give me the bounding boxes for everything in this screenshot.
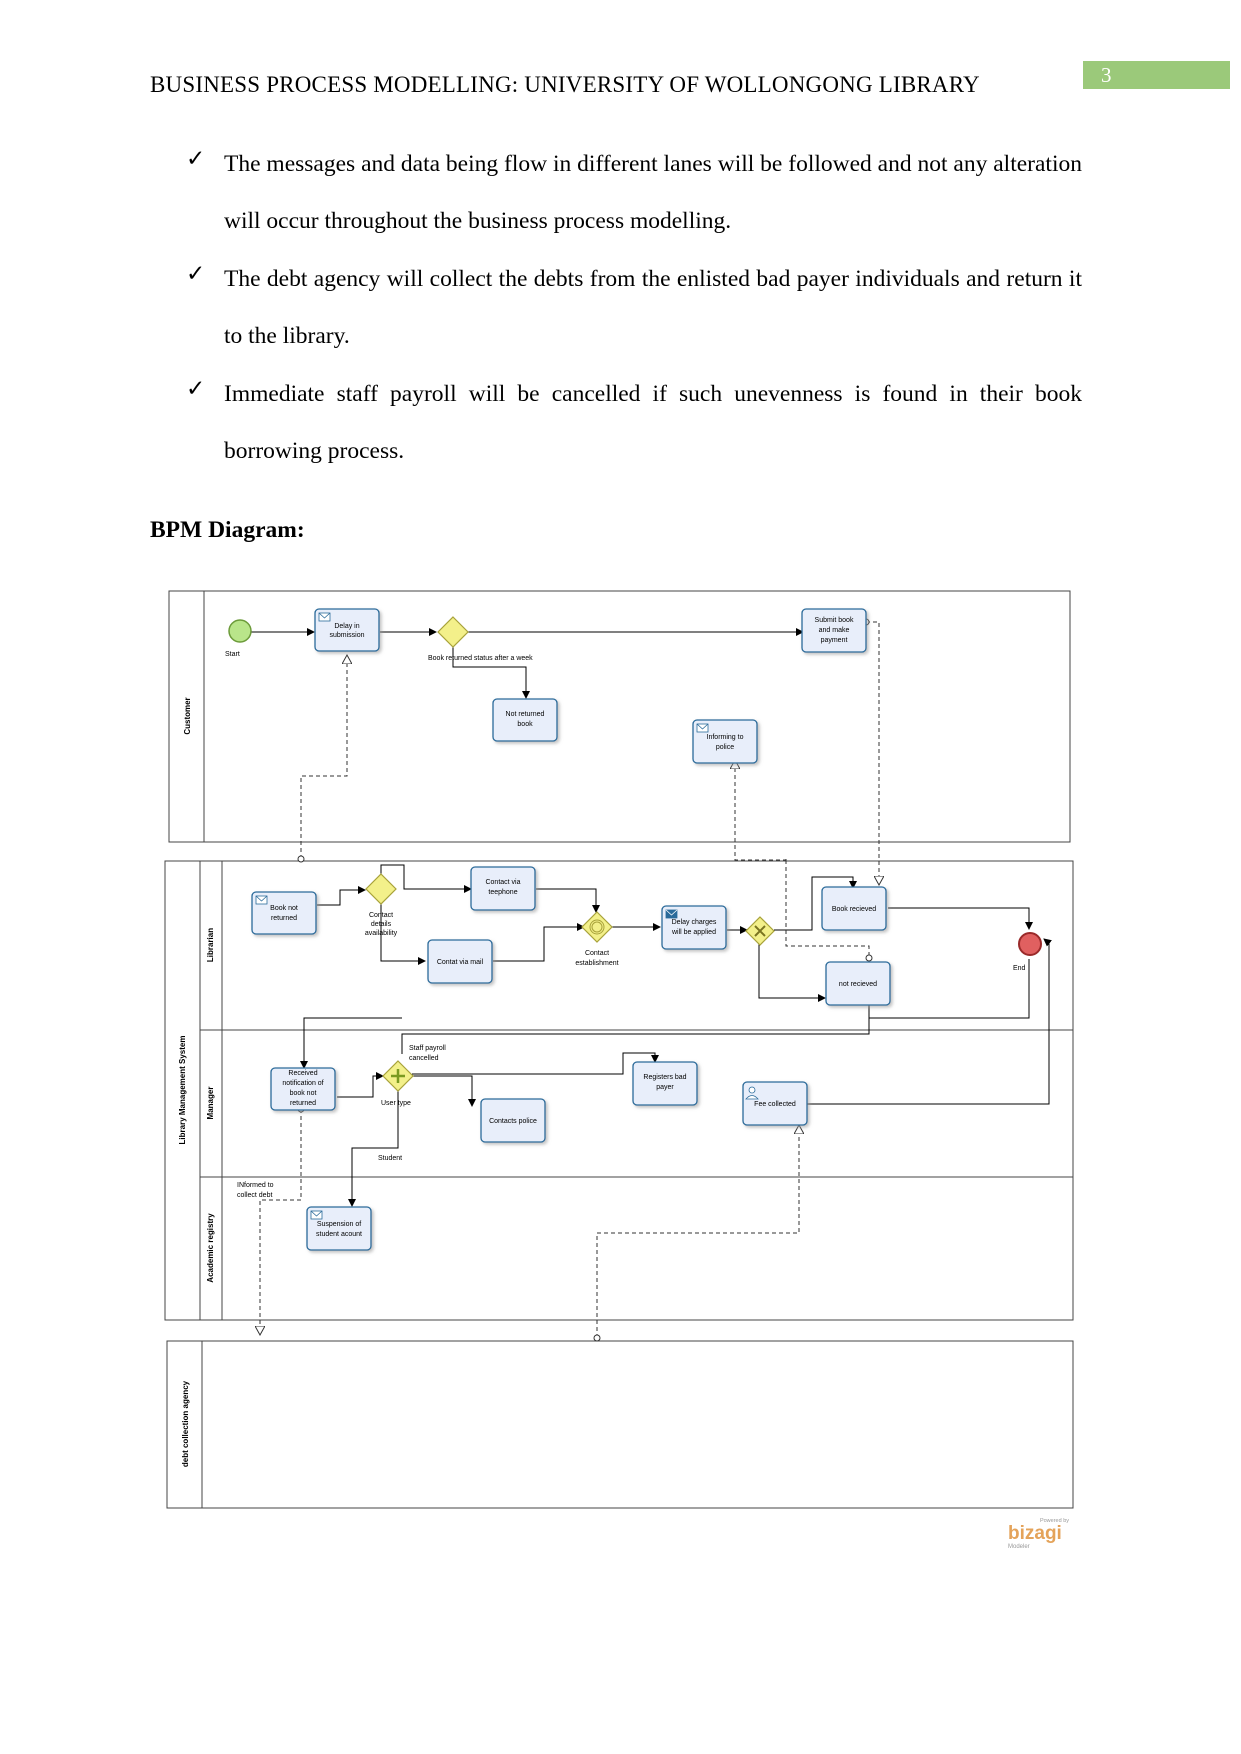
- sequence-flows: [251, 628, 1052, 1207]
- start-event: [228, 619, 252, 643]
- watermark-powered: Powered by: [1040, 1518, 1069, 1524]
- gateway-label: availability: [365, 930, 398, 937]
- end-event: [1018, 932, 1042, 956]
- task-text: book: [517, 721, 533, 728]
- gateway-label: establishment: [575, 960, 618, 967]
- task-text: Contact via: [485, 879, 520, 886]
- task-not-returned-book: [492, 698, 558, 742]
- task-contacts-police: [480, 1098, 546, 1143]
- task-book-not-returned: [251, 891, 317, 935]
- task-received-notification: [270, 1067, 336, 1111]
- end-label: End: [1013, 965, 1026, 972]
- task-delay-charges: [661, 905, 727, 950]
- task-text: not recieved: [839, 981, 877, 988]
- task-suspension: [306, 1206, 372, 1251]
- task-text: book not: [290, 1090, 317, 1097]
- lane-label-academic: Academic registry: [206, 1213, 215, 1283]
- task-submit-book: [801, 608, 867, 653]
- bullet-text: The messages and data being flow in diff…: [224, 151, 1082, 234]
- envelope-icon: [696, 723, 709, 733]
- task-fee-collected: [742, 1081, 808, 1126]
- task-contact-telephone: [470, 866, 536, 911]
- task-book-recieved: [821, 886, 887, 931]
- user-icon: [745, 1086, 759, 1100]
- task-contact-mail: [427, 939, 493, 984]
- task-text: Submit book: [815, 617, 854, 624]
- task-registers-bad-payer: [632, 1061, 698, 1106]
- envelope-icon: [255, 895, 268, 905]
- task-text: Not returned: [506, 711, 545, 718]
- bullet-text: Immediate staff payroll will be cancelle…: [224, 381, 1082, 464]
- section-heading: BPM Diagram:: [150, 517, 305, 543]
- task-text: Fee collected: [754, 1101, 796, 1108]
- customer-pool: Customer: [168, 590, 1071, 843]
- watermark-product: Modeler: [1008, 1544, 1030, 1550]
- debt-pool: debt collection agency: [166, 1340, 1074, 1509]
- task-text: student acount: [316, 1231, 362, 1238]
- envelope-filled-icon: [665, 909, 678, 919]
- task-text: teephone: [488, 889, 517, 896]
- task-text: will be applied: [671, 929, 716, 936]
- flow-label: cancelled: [409, 1055, 439, 1062]
- intermediate-event-gateway: [581, 911, 613, 943]
- task-text: Registers bad: [643, 1074, 686, 1081]
- task-not-recieved: [825, 961, 891, 1006]
- task-text: submission: [329, 632, 364, 639]
- bullet-text: The debt agency will collect the debts f…: [224, 266, 1082, 349]
- task-text: Informing to: [707, 734, 744, 741]
- task-text: Book not: [270, 905, 298, 912]
- envelope-icon: [310, 1210, 323, 1220]
- exclusive-x-gateway: [745, 916, 775, 946]
- lane-label-manager: Manager: [206, 1087, 215, 1120]
- exclusive-gateway: [365, 873, 397, 905]
- bullet-check-icon: ✓: [186, 376, 206, 401]
- task-text: police: [716, 744, 734, 751]
- gateway-label: User type: [381, 1100, 411, 1107]
- running-header: BUSINESS PROCESS MODELLING: UNIVERSITY O…: [150, 72, 980, 97]
- bullet-check-icon: ✓: [186, 146, 206, 171]
- bizagi-watermark: Powered by bizagi Modeler: [1008, 1518, 1069, 1550]
- gateway-label: Contact: [369, 912, 393, 919]
- task-text: Contat via mail: [437, 959, 484, 966]
- watermark-brand: bizagi: [1008, 1523, 1062, 1544]
- flow-label: collect debt: [237, 1192, 272, 1199]
- message-flows: [260, 622, 879, 1338]
- pool-label-library: Library Management System: [178, 1036, 187, 1145]
- task-text: Suspension of: [317, 1221, 361, 1228]
- task-text: Delay in: [334, 623, 359, 630]
- pool-label-debt: debt collection agency: [181, 1380, 190, 1467]
- task-text: payment: [821, 637, 848, 644]
- task-text: Contacts police: [489, 1118, 537, 1125]
- task-text: returned: [290, 1100, 316, 1107]
- lane-label-librarian: Librarian: [206, 928, 215, 962]
- envelope-icon: [318, 612, 331, 622]
- task-text: returned: [271, 915, 297, 922]
- task-text: Received: [288, 1070, 317, 1077]
- task-delay-in-submission: [314, 608, 380, 652]
- gateway-label: details: [371, 921, 392, 928]
- gateway-label: Book returned status after a week: [428, 655, 533, 662]
- exclusive-gateway: [437, 616, 469, 648]
- task-text: notification of: [282, 1080, 323, 1087]
- flow-label: INformed to: [237, 1182, 274, 1189]
- task-informing-police: [692, 719, 758, 764]
- gateway-label: Contact: [585, 950, 609, 957]
- pool-label-customer: Customer: [183, 697, 192, 734]
- parallel-gateway: [382, 1060, 414, 1092]
- page-number: 3: [1083, 61, 1230, 89]
- task-text: Delay charges: [672, 919, 717, 926]
- task-text: and make: [819, 627, 850, 634]
- start-label: Start: [225, 651, 240, 658]
- flow-label: Staff payroll: [409, 1045, 446, 1052]
- flow-label: Student: [378, 1155, 402, 1162]
- task-text: Book recieved: [832, 906, 876, 913]
- task-text: payer: [656, 1084, 674, 1091]
- bullet-check-icon: ✓: [186, 261, 206, 286]
